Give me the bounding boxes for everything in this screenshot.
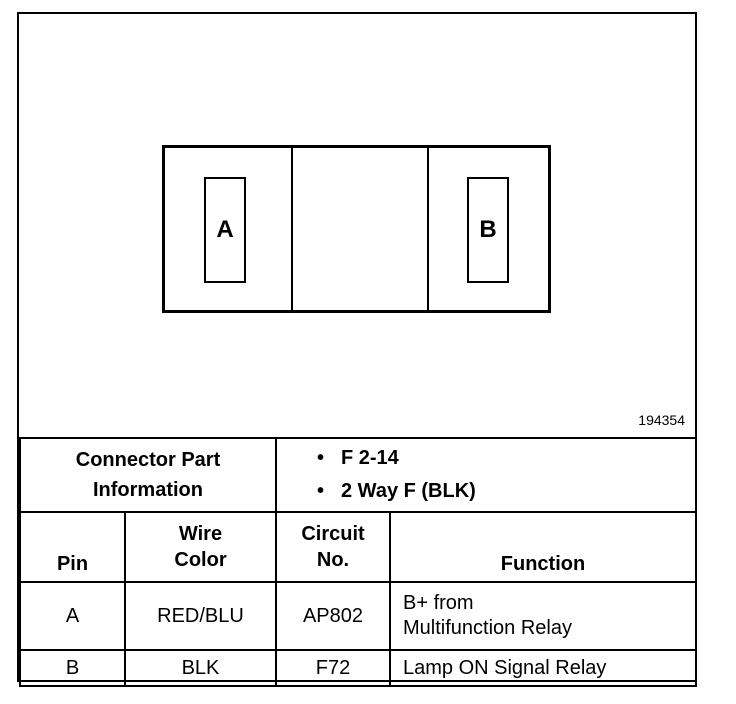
connector-divider	[291, 148, 293, 310]
header-text-line: No.	[316, 549, 350, 571]
header-pin-text: Pin	[56, 553, 89, 575]
cell-wire-color: BLK	[124, 649, 277, 687]
connector-divider	[427, 148, 429, 310]
connector-part-label-line: Information	[93, 479, 203, 501]
header-wire-color: Wire Color	[124, 511, 277, 583]
connector-part-values: • F 2-14 • 2 Way F (BLK)	[274, 437, 698, 513]
cell-pin: A	[19, 581, 126, 651]
pin-cavity-label: B	[479, 216, 497, 243]
bullet-icon: •	[317, 447, 325, 469]
cell-circuit: AP802	[275, 581, 391, 651]
header-pin: Pin	[19, 511, 126, 583]
cell-function: B+ from Multifunction Relay	[388, 581, 698, 651]
cell-function-line: B+ from	[403, 592, 474, 614]
bullet-icon: •	[317, 480, 325, 502]
connector-part-item: • 2 Way F (BLK)	[317, 475, 695, 508]
connector-part-item-text: 2 Way F (BLK)	[341, 480, 476, 502]
connector-part-label-line: Connector Part	[75, 449, 221, 471]
cell-wire-color: RED/BLU	[124, 581, 277, 651]
cell-function: Lamp ON Signal Relay	[388, 649, 698, 687]
pin-cavity-label: A	[216, 216, 234, 243]
connector-part-row: Connector Part Information • F 2-14 • 2 Wa…	[19, 437, 698, 513]
connector-info-table: Connector Part Information • F 2-14 • 2 Wa…	[19, 437, 698, 687]
header-text-line: Color	[174, 549, 227, 571]
header-text-line: Wire	[178, 523, 223, 545]
header-function-text: Function	[500, 553, 586, 575]
header-text-line: Circuit	[301, 523, 365, 545]
cell-circuit: F72	[275, 649, 391, 687]
cell-pin: B	[19, 649, 126, 687]
pin-cavity-b: B	[467, 177, 509, 283]
cell-function-line: Multifunction Relay	[403, 617, 572, 639]
table-row: A RED/BLU AP802 B+ from Multifunction Re…	[19, 581, 698, 651]
connector-face: A B	[162, 145, 551, 313]
header-circuit: Circuit No.	[275, 511, 391, 583]
cell-function-line: Lamp ON Signal Relay	[403, 656, 607, 679]
table-header-row: Pin Wire Color Circuit No. Function	[19, 511, 698, 583]
figure-number: 194354	[638, 412, 685, 428]
header-function: Function	[388, 511, 698, 583]
connector-part-label: Connector Part Information	[19, 437, 277, 513]
connector-frame: A B 194354 Connector Part Information • F…	[17, 12, 698, 687]
pin-cavity-a: A	[204, 177, 246, 283]
connector-part-item-text: F 2-14	[341, 447, 399, 469]
table-row: B BLK F72 Lamp ON Signal Relay	[19, 649, 698, 687]
connector-diagram: A B 194354	[19, 14, 695, 437]
connector-part-item: • F 2-14	[317, 442, 695, 475]
